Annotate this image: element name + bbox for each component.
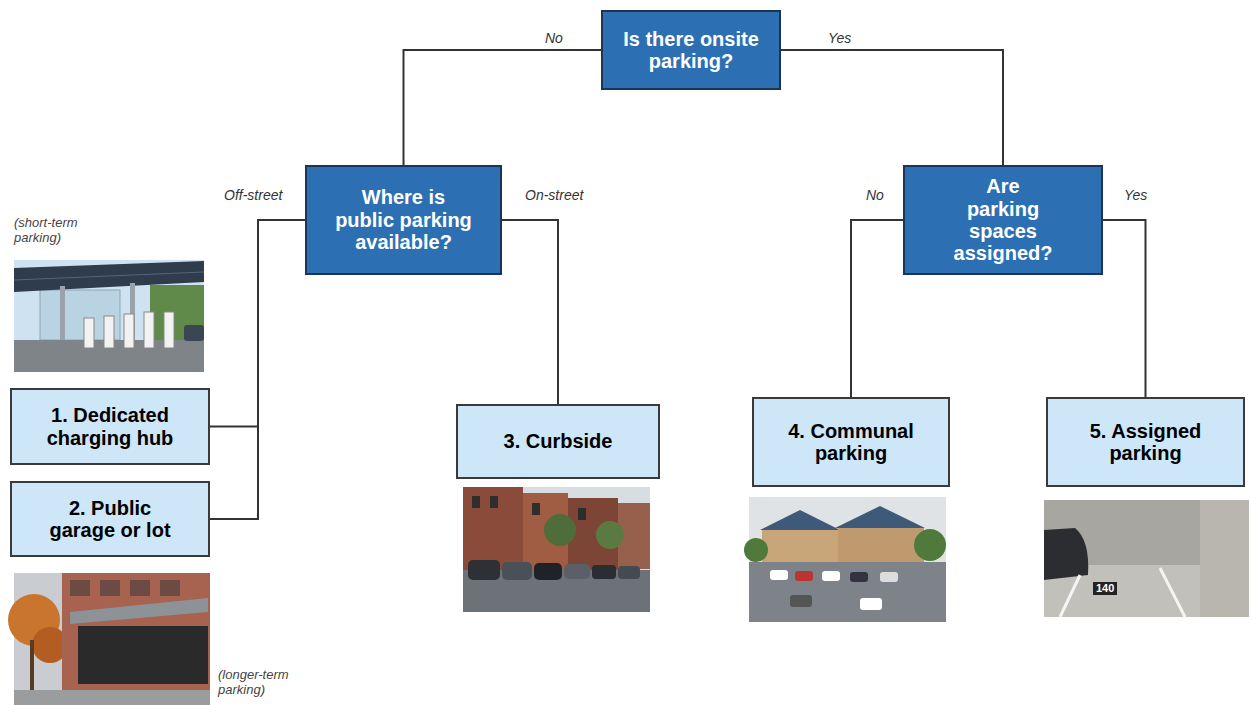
edge-label: No: [543, 30, 565, 46]
photo-note: (short-term parking): [14, 215, 106, 245]
outcome-box: 2. Public garage or lot: [10, 481, 210, 557]
outcome-box: 1. Dedicated charging hub: [10, 388, 210, 465]
connector-line: [502, 220, 558, 404]
decision-box: Where is public parking available?: [305, 165, 502, 275]
node-text: Is there onsite parking?: [606, 28, 776, 73]
outcome-box: 3. Curbside: [456, 404, 660, 479]
node-text: Are parking spaces assigned?: [950, 175, 1056, 265]
node-text: 3. Curbside: [504, 430, 613, 452]
node-text: 5. Assigned parking: [1076, 420, 1216, 465]
connector-line: [851, 220, 903, 397]
node-text: 1. Dedicated charging hub: [35, 404, 185, 449]
photo-note: (longer-term parking): [218, 667, 313, 697]
charging-hub-photo: [14, 260, 204, 372]
decision-box: Is there onsite parking?: [601, 10, 781, 90]
connector-line: [781, 50, 1003, 165]
outcome-box: 5. Assigned parking: [1046, 397, 1245, 487]
outcome-box: 4. Communal parking: [752, 397, 950, 487]
node-text: 4. Communal parking: [781, 420, 921, 465]
node-text: Where is public parking available?: [331, 186, 476, 253]
space-number: 140: [1093, 582, 1117, 595]
connector-line: [1103, 220, 1146, 397]
curbside-photo: [463, 487, 650, 612]
assigned-parking-photo: [1044, 500, 1249, 617]
node-text: 2. Public garage or lot: [40, 497, 180, 542]
edge-label: No: [864, 187, 886, 203]
edge-label: Yes: [1122, 187, 1149, 203]
garage-photo: [8, 573, 210, 705]
decision-box: Are parking spaces assigned?: [903, 165, 1103, 275]
edge-label: Yes: [826, 30, 853, 46]
edge-label: On-street: [523, 187, 585, 203]
connector-line: [404, 50, 602, 165]
connector-line: [210, 220, 305, 519]
edge-label: Off-street: [222, 187, 284, 203]
communal-parking-photo: [744, 497, 946, 622]
